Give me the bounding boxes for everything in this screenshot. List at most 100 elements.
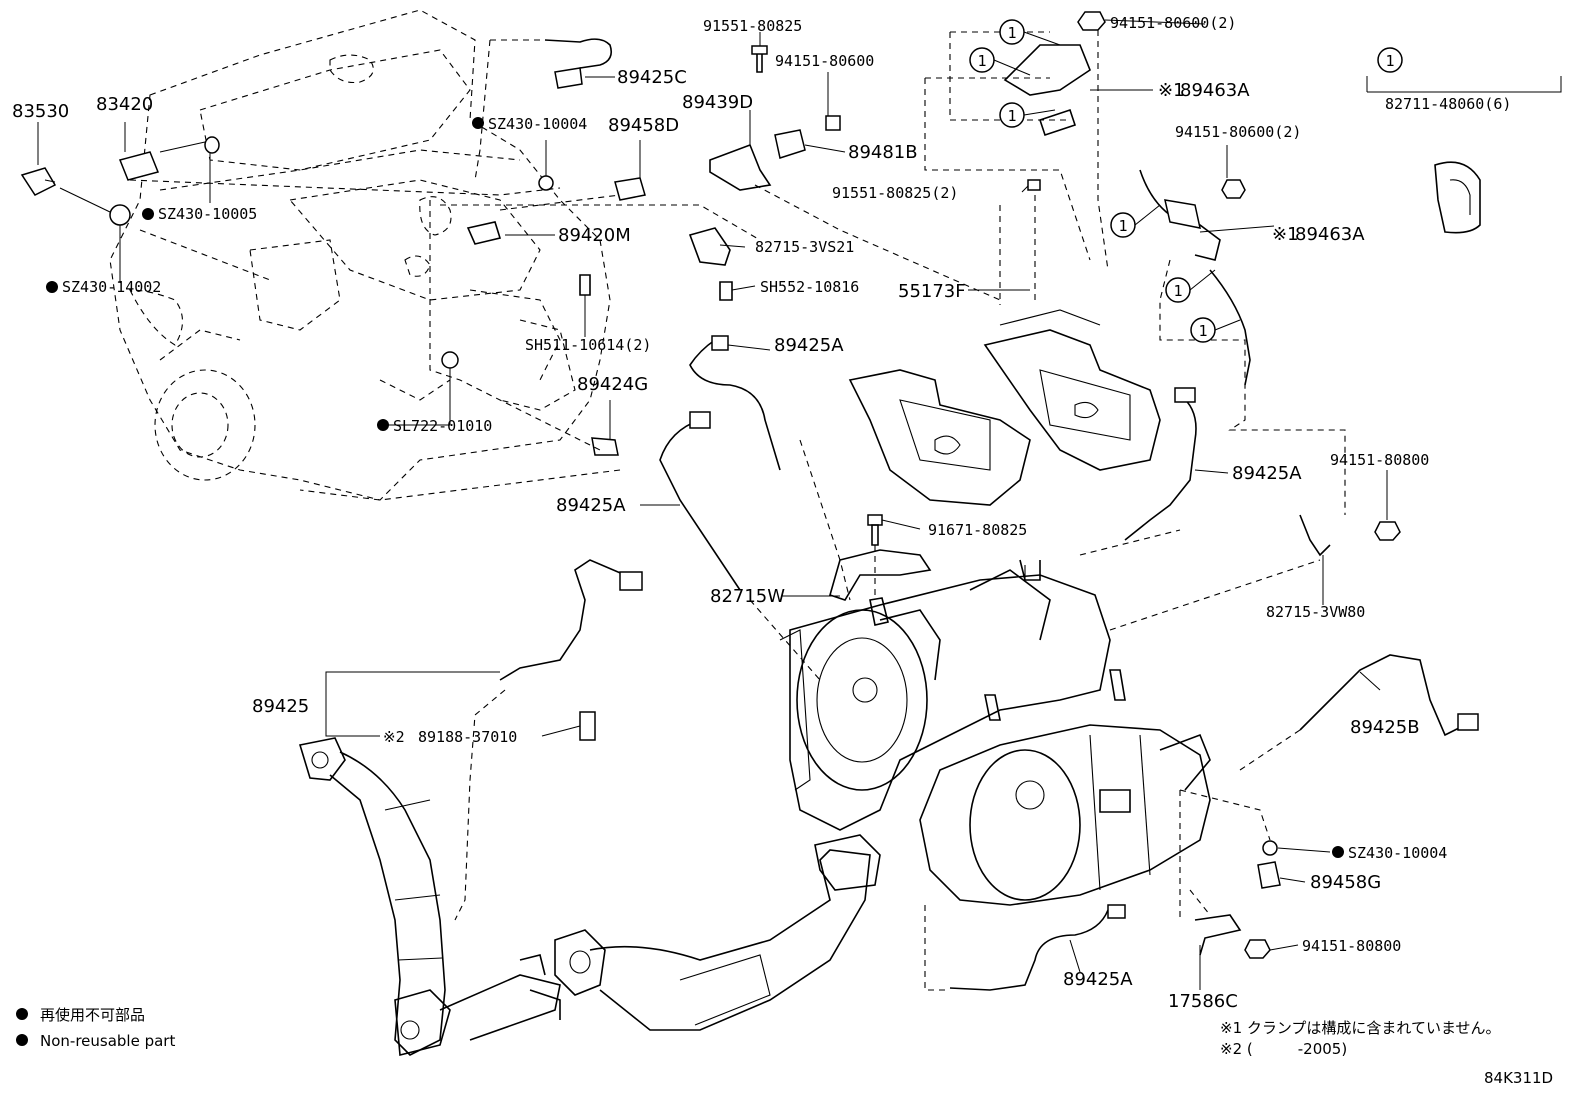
assembly-dashed-lines [129,30,1346,991]
sensor-89425 [499,559,626,681]
label-SZ430-10005: SZ430-10005 [158,205,257,223]
label-94151-80800-top: 94151-80800 [1330,451,1429,469]
bracket-55173F-illustration [848,309,1161,506]
hose-89463A [1209,269,1251,386]
gasket-SZ430-10004-bottom [1262,840,1278,856]
footnote-2: ※2 ( -2005) [1220,1040,1347,1058]
legend-jp: 再使用不可部品 [40,1006,145,1024]
label-82715W: 82715W [710,586,785,607]
sensor-89424G [591,437,619,456]
label-89463A-upper: 89463A [1180,80,1250,101]
clamp-82711-48060 [1434,161,1481,234]
circle-reference-markers: 1 1 1 1 1 1 1 [969,19,1403,343]
label-89425B: 89425B [1350,717,1420,738]
label-89463A-right: 89463A [1295,224,1365,245]
diagram-id: 84K311D [1484,1069,1553,1087]
label-91671-80825: 91671-80825 [928,521,1027,539]
svg-text:1: 1 [1385,52,1394,70]
mid-exhaust-pipe [554,834,881,1031]
label-SH511-10614: SH511-10614(2) [525,336,651,354]
label-94151-80600: 94151-80600 [775,52,874,70]
label-SZ430-10004-top: SZ430-10004 [488,115,587,133]
sensor-89425C [544,38,613,79]
non-reusable-dot [142,208,154,220]
footnotes: ※1 クランプは構成に含まれていません。 ※2 ( -2005) 84K311D [1220,1019,1553,1087]
label-82715-3VW80: 82715-3VW80 [1266,603,1365,621]
sensor-89425A-right [1124,394,1197,541]
circle-ref-marker: 1 [999,102,1025,128]
sensor-89481B [774,129,806,159]
non-reusable-dot [1332,846,1344,858]
svg-text:1: 1 [1118,217,1127,235]
svg-text:1: 1 [1173,282,1182,300]
label-94151-80800-bottom: 94151-80800 [1302,937,1401,955]
label-91551-80825-2: 91551-80825(2) [832,184,958,202]
footnote-1: ※1 クランプは構成に含まれていません。 [1220,1019,1501,1037]
svg-text:1: 1 [977,52,986,70]
label-89425A-upper: 89425A [774,335,844,356]
label-89481B: 89481B [848,142,918,163]
circle-ref-marker: 1 [1190,317,1216,343]
svg-text:1: 1 [1007,24,1016,42]
sensor-89458G [1257,861,1281,889]
bracket-89439D [709,143,772,191]
label-82715-3VS21: 82715-3VS21 [755,238,854,256]
catalytic-converter-assembly [779,559,1211,906]
label-94151-80600-2-right: 94151-80600(2) [1175,123,1301,141]
label-SH552-10816: SH552-10816 [760,278,859,296]
note-mark-1-right: ※1 [1272,224,1299,245]
sensor-83530 [20,167,57,196]
label-83530: 83530 [12,101,69,122]
label-89425: 89425 [252,696,309,717]
label-91551-80825: 91551-80825 [703,17,802,35]
sensor-89425B [1299,654,1466,737]
sensor-83420 [118,151,160,181]
label-17586C: 17586C [1168,991,1238,1012]
label-55173F: 55173F [898,281,966,302]
sensor-89425A-bottom [949,909,1109,991]
bracket-82715-3VW80 [1299,514,1331,557]
circle-ref-marker: 1 [969,47,995,73]
svg-text:1: 1 [1007,107,1016,125]
legend-en: Non-reusable part [40,1032,175,1050]
non-reusable-dot [16,1008,28,1020]
gasket-SL722-01010 [441,351,459,369]
non-reusable-dot [46,281,58,293]
label-89439D: 89439D [682,92,753,113]
legend: 再使用不可部品 Non-reusable part [40,1006,175,1050]
label-89425A-right: 89425A [1232,463,1302,484]
circle-ref-marker: 1 [1377,47,1403,73]
gasket-SZ430-10004-top [538,175,554,191]
label-89458D: 89458D [608,115,679,136]
sensors-and-hardware [20,11,1481,991]
label-89458G: 89458G [1310,872,1381,893]
circle-ref-marker: 1 [999,19,1025,45]
bracket-17586C [1194,914,1242,956]
svg-text:1: 1 [1198,322,1207,340]
label-89420M: 89420M [558,225,631,246]
front-exhaust-pipe [298,737,561,1057]
non-reusable-dot [472,117,484,129]
note-mark-1-upper: ※1 [1158,80,1185,101]
non-reusable-dot [16,1034,28,1046]
label-82711-48060: 82711-48060(6) [1385,95,1511,113]
label-83420: 83420 [96,94,153,115]
sensor-89463A-right [1139,169,1221,261]
label-89425A-bottom: 89425A [1063,969,1133,990]
non-reusable-dot [377,419,389,431]
label-89188-37010: 89188-37010 [418,728,517,746]
bracket-82715W [829,549,932,601]
label-SZ430-10004-bottom: SZ430-10004 [1348,844,1447,862]
sensor-89188-37010 [579,711,596,741]
part-number-labels: 83530 83420 89425C SZ430-10004 89458D SZ… [12,14,1511,1012]
clip-89420M [466,221,502,245]
circle-ref-marker: 1 [1110,212,1136,238]
label-SZ430-14002: SZ430-14002 [62,278,161,296]
label-89425A-middle: 89425A [556,495,626,516]
note-mark-2: ※2 [383,728,405,746]
gasket-SZ430-14002 [109,204,131,226]
leader-lines [37,19,1562,990]
label-89425C: 89425C [617,67,687,88]
sensor-89458D [614,177,646,201]
